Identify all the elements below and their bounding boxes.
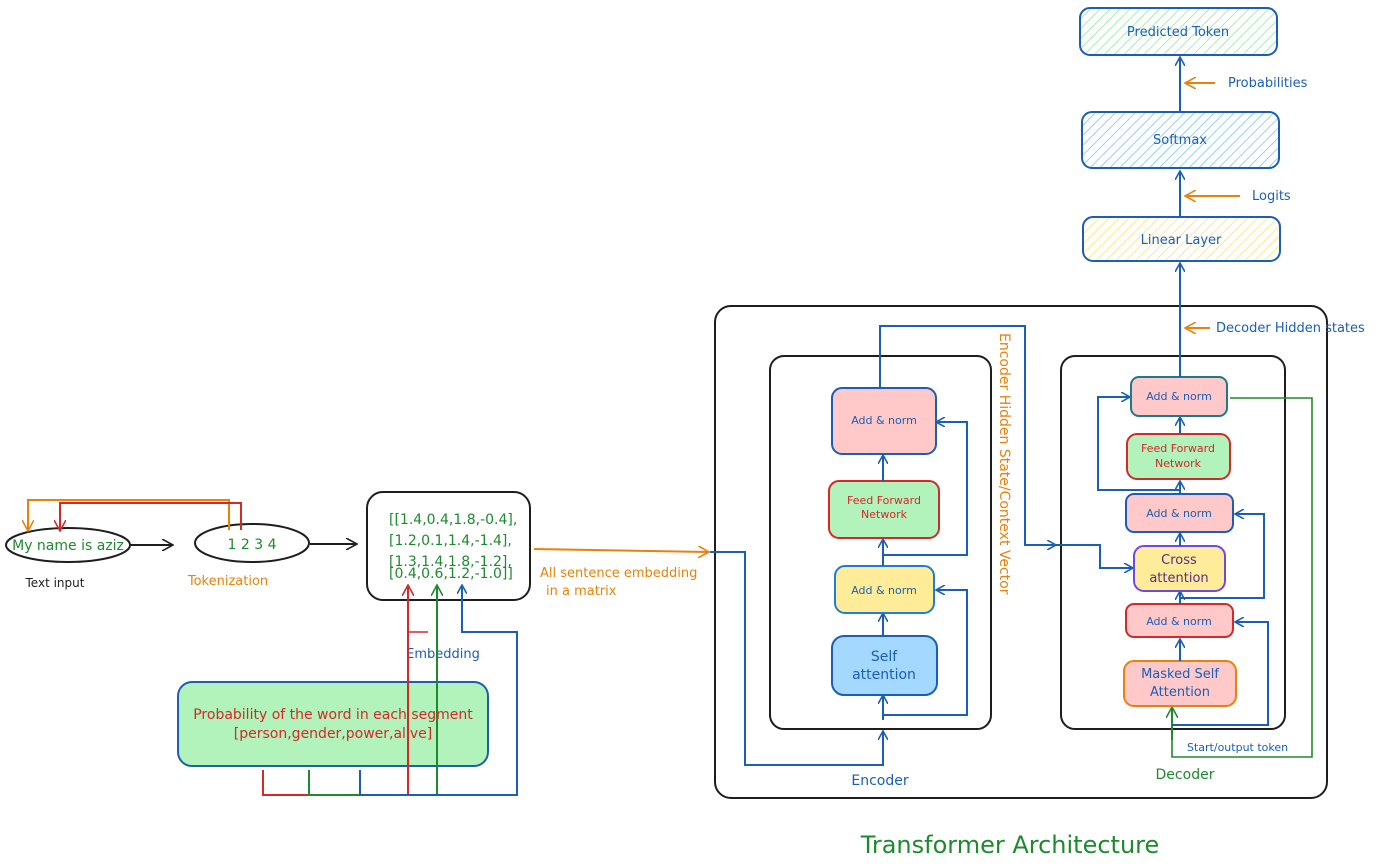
decoder-residual-3 <box>1097 397 1180 491</box>
encoder-output-path <box>879 325 1055 545</box>
encoder-input-path <box>710 551 883 766</box>
blue-prob-arrow <box>359 586 518 796</box>
tokens-ellipse <box>194 523 310 563</box>
decoder-ffn-line2: Network <box>1155 457 1202 470</box>
decoder-label: Decoder <box>1156 767 1215 783</box>
embedding-row-4: [0.4,0.6,1.2,-1.0]] <box>389 566 513 582</box>
predicted-token-box <box>1079 7 1278 56</box>
encoder-self-attention <box>831 635 938 696</box>
probabilities-label: Probabilities <box>1228 76 1308 91</box>
probability-group: Probability of the word in each segment … <box>177 586 518 796</box>
red-feedback-arrow <box>60 502 242 530</box>
embedding-row-2: [1.2,0.1,1.4,-1.4], <box>389 533 512 549</box>
encoder-add-norm-2-label: Add & norm <box>851 414 917 427</box>
embedding-matrix-box <box>366 491 531 601</box>
encoder-label: Encoder <box>851 773 908 789</box>
linear-layer-box <box>1082 216 1281 262</box>
encoder-ffn-line1: Feed Forward <box>847 494 921 507</box>
encoder-add-norm-1-label: Add & norm <box>851 584 917 597</box>
encoder-self-attention-line2: attention <box>852 667 916 683</box>
decoder-residual-1 <box>1172 622 1269 726</box>
linear-layer-label: Linear Layer <box>1141 233 1222 248</box>
decoder-hidden-states-label: Decoder Hidden states <box>1216 321 1365 336</box>
embedding-row-3: [1.3,1.4,1.8,-1.2], <box>389 554 512 570</box>
encoder-ffn-line2: Network <box>861 508 908 521</box>
decoder-masked-line1: Masked Self <box>1141 667 1219 682</box>
probability-box <box>177 681 489 767</box>
encoder-group: Self attention Add & norm Feed Forward N… <box>710 325 1055 789</box>
decoder-ffn <box>1126 433 1231 480</box>
orange-feedback-arrow <box>28 499 230 530</box>
encoder-residual-1 <box>883 590 968 716</box>
output-head-group: Decoder Hidden states Linear Layer Logit… <box>1079 7 1365 377</box>
decoder-cross-line2: attention <box>1149 571 1208 586</box>
embedding-row-1: [[1.4,0.4,1.8,-0.4], <box>389 512 517 528</box>
encoder-hidden-state-label: Encoder Hidden State/Context Vector <box>996 333 1012 595</box>
embedding-arrow-label-1: All sentence embedding <box>540 566 697 581</box>
embedding-caption: Embedding <box>406 647 480 662</box>
decoder-add-norm-2-label: Add & norm <box>1146 507 1212 520</box>
arrow-embedding-to-encoder <box>533 549 708 552</box>
encoder-residual-2 <box>883 422 968 556</box>
decoder-masked-line2: Attention <box>1150 685 1210 700</box>
decoder-add-norm-1-label: Add & norm <box>1146 615 1212 628</box>
tokens-text: 1 2 3 4 <box>228 537 277 553</box>
logits-label: Logits <box>1252 189 1291 204</box>
embedding-arrow-label-2: in a matrix <box>546 584 617 599</box>
encoder-add-norm-2 <box>831 387 937 455</box>
decoder-group: Start/output token Masked Self Attention… <box>1055 355 1313 783</box>
decoder-ffn-line1: Feed Forward <box>1141 442 1215 455</box>
decoder-residual-2 <box>1180 514 1265 599</box>
decoder-in-up <box>1171 397 1313 758</box>
encoder-self-attention-line1: Self <box>871 649 898 665</box>
input-group: My name is aziz Text input 1 2 3 4 Token… <box>5 499 356 590</box>
encoder-to-cross-path <box>1055 544 1132 568</box>
decoder-cross-line1: Cross <box>1161 553 1197 568</box>
text-input-caption: Text input <box>25 576 85 590</box>
encoder-add-norm-1 <box>834 565 935 614</box>
probability-line-1: Probability of the word in each segment <box>193 707 473 723</box>
text-input-sentence: My name is aziz <box>12 538 124 554</box>
softmax-label: Softmax <box>1153 133 1207 148</box>
diagram-title: Transformer Architecture <box>860 831 1160 859</box>
predicted-token-label: Predicted Token <box>1127 25 1229 40</box>
start-token-label: Start/output token <box>1187 741 1288 754</box>
tokenization-caption: Tokenization <box>187 574 268 589</box>
decoder-add-norm-3-label: Add & norm <box>1146 390 1212 403</box>
embedding-group: [[1.4,0.4,1.8,-0.4], [1.2,0.1,1.4,-1.4],… <box>366 491 708 662</box>
probability-line-2: [person,gender,power,alive] <box>234 726 432 742</box>
